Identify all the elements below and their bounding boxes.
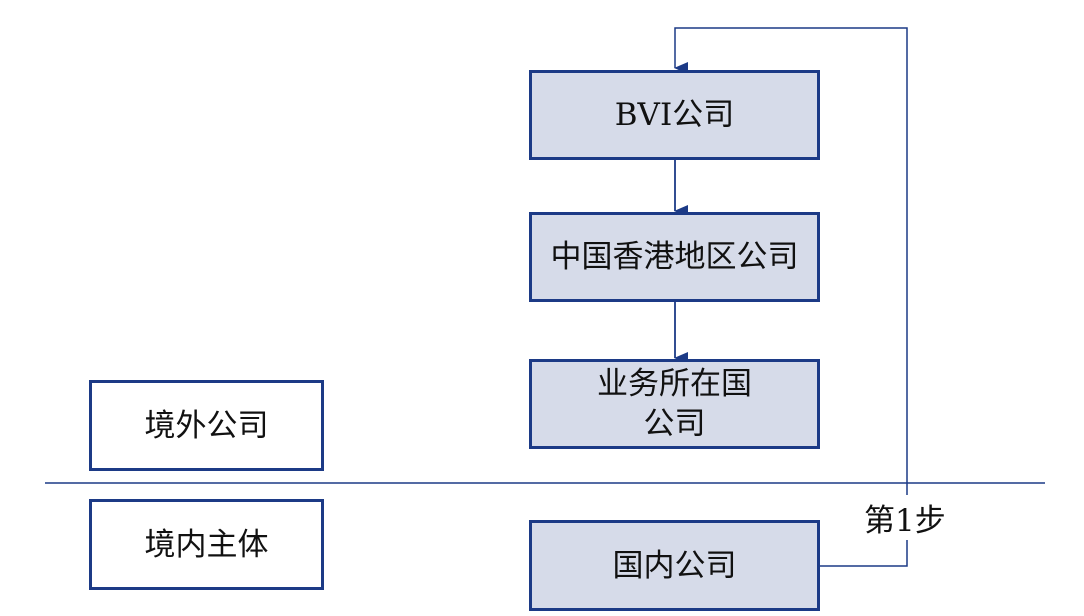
bvi-company-label: BVI公司	[614, 97, 735, 133]
hongkong-company-box: 中国香港地区公司	[529, 212, 820, 302]
offshore-category-box: 境外公司	[89, 380, 324, 471]
step1-loop-connector	[674, 27, 908, 567]
operating-country-company-box: 业务所在国 公司	[529, 359, 820, 449]
hongkong-company-label: 中国香港地区公司	[550, 239, 799, 275]
domestic-company-box: 国内公司	[529, 520, 820, 611]
offshore-category-label: 境外公司	[144, 407, 269, 444]
domestic-company-label: 国内公司	[612, 547, 737, 584]
bvi-company-box: BVI公司	[529, 70, 820, 160]
domestic-category-label: 境内主体	[144, 526, 269, 563]
step-1-label: 第1步	[862, 495, 948, 540]
domestic-category-box: 境内主体	[89, 499, 324, 590]
operating-country-company-label: 业务所在国 公司	[597, 366, 752, 442]
